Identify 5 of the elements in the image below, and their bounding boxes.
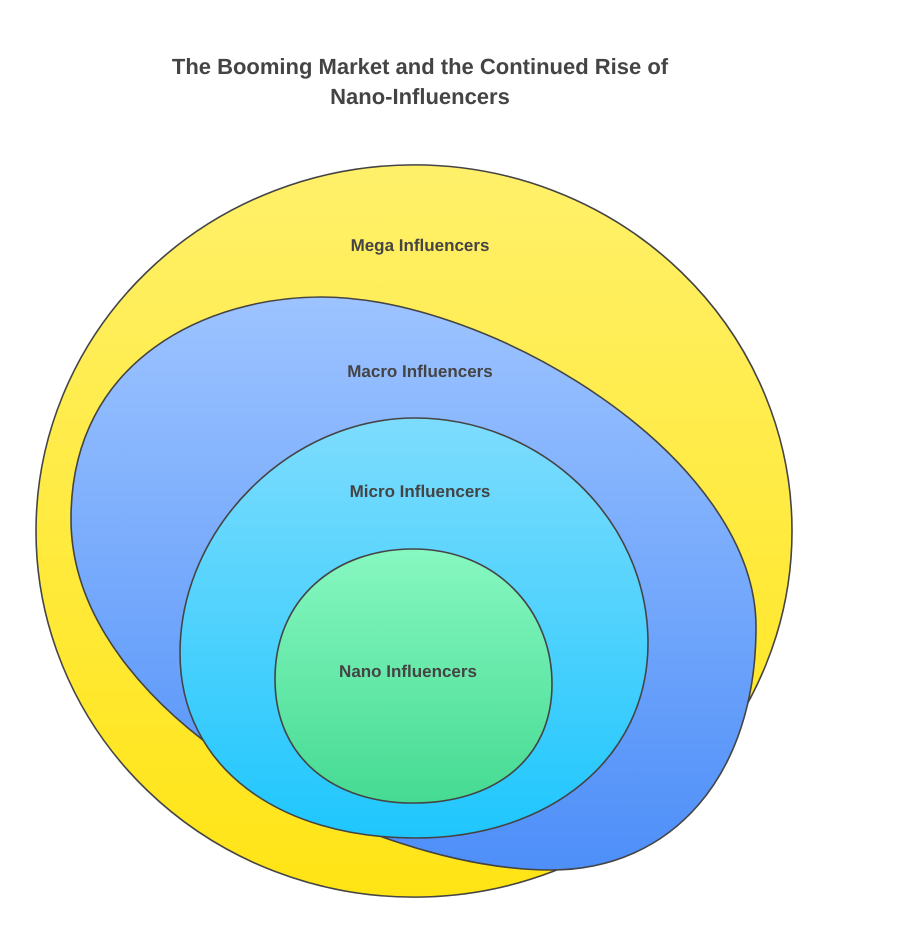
region-label: Nano Influencers [339,662,477,682]
region-label: Mega Influencers [350,236,490,256]
diagram-title: The Booming Market and the Continued Rise of Nano-Influencers [170,53,670,111]
region-label: Macro Influencers [347,362,493,382]
region-label: Micro Influencers [350,482,490,502]
